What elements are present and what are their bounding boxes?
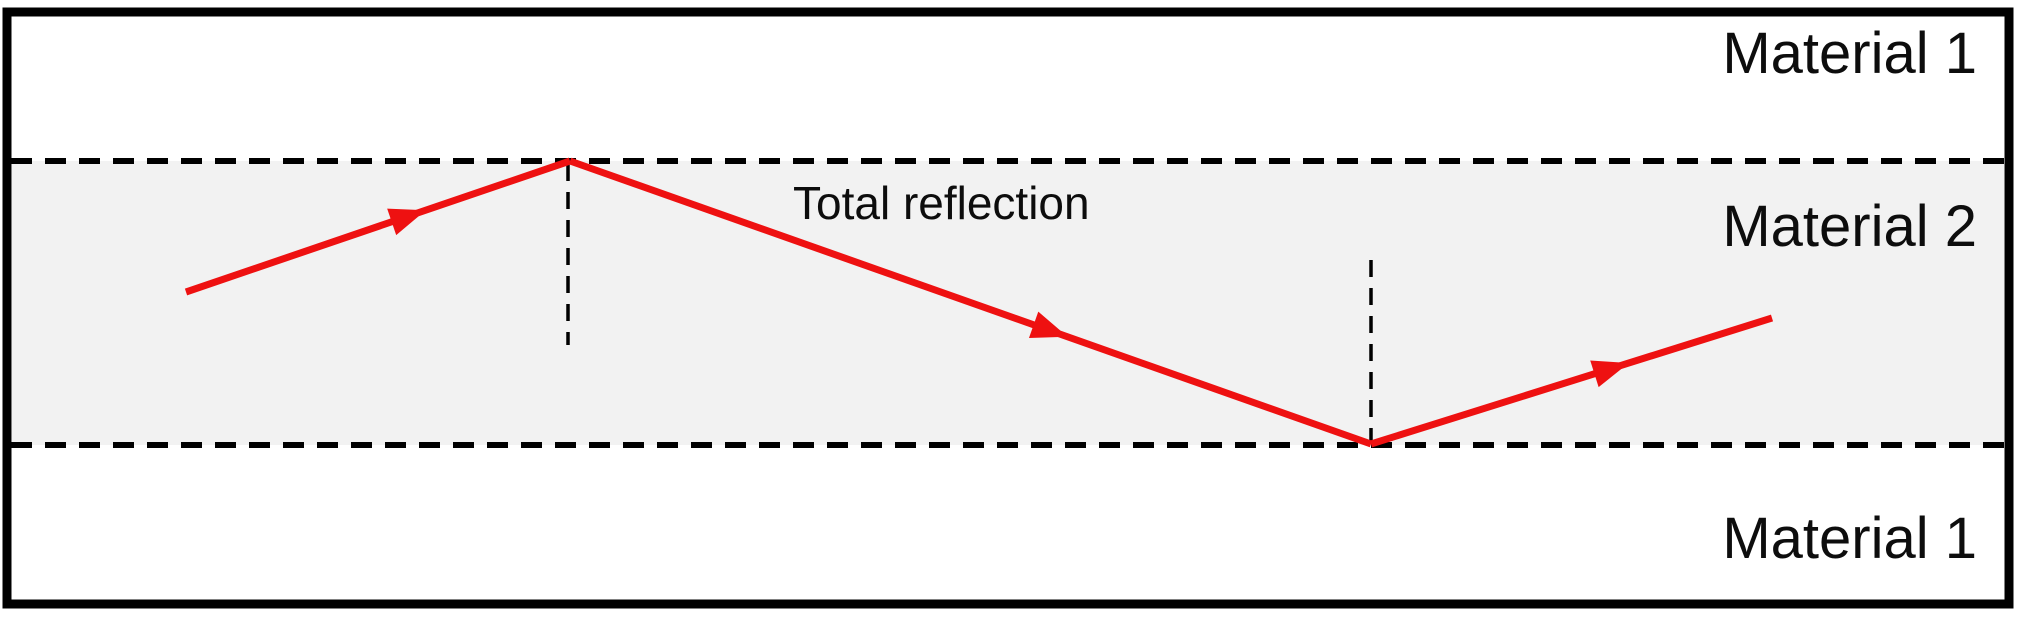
outer-border [2, 7, 2014, 609]
light-ray-segment-3 [1369, 314, 1774, 448]
total-reflection-label: Total reflection [793, 177, 1090, 229]
material-1-bottom-label: Material 1 [1722, 506, 1977, 571]
material-2-band [12, 161, 2004, 445]
ray-arrowhead-1 [387, 208, 426, 236]
light-ray-segment-1 [184, 157, 572, 296]
material-1-top-label: Material 1 [1722, 21, 1977, 86]
ray-arrowhead-3 [1590, 360, 1629, 388]
material-2-label: Material 2 [1722, 194, 1977, 259]
ray-arrowhead-2 [1028, 311, 1068, 339]
light-ray-segment-2 [568, 157, 1373, 448]
